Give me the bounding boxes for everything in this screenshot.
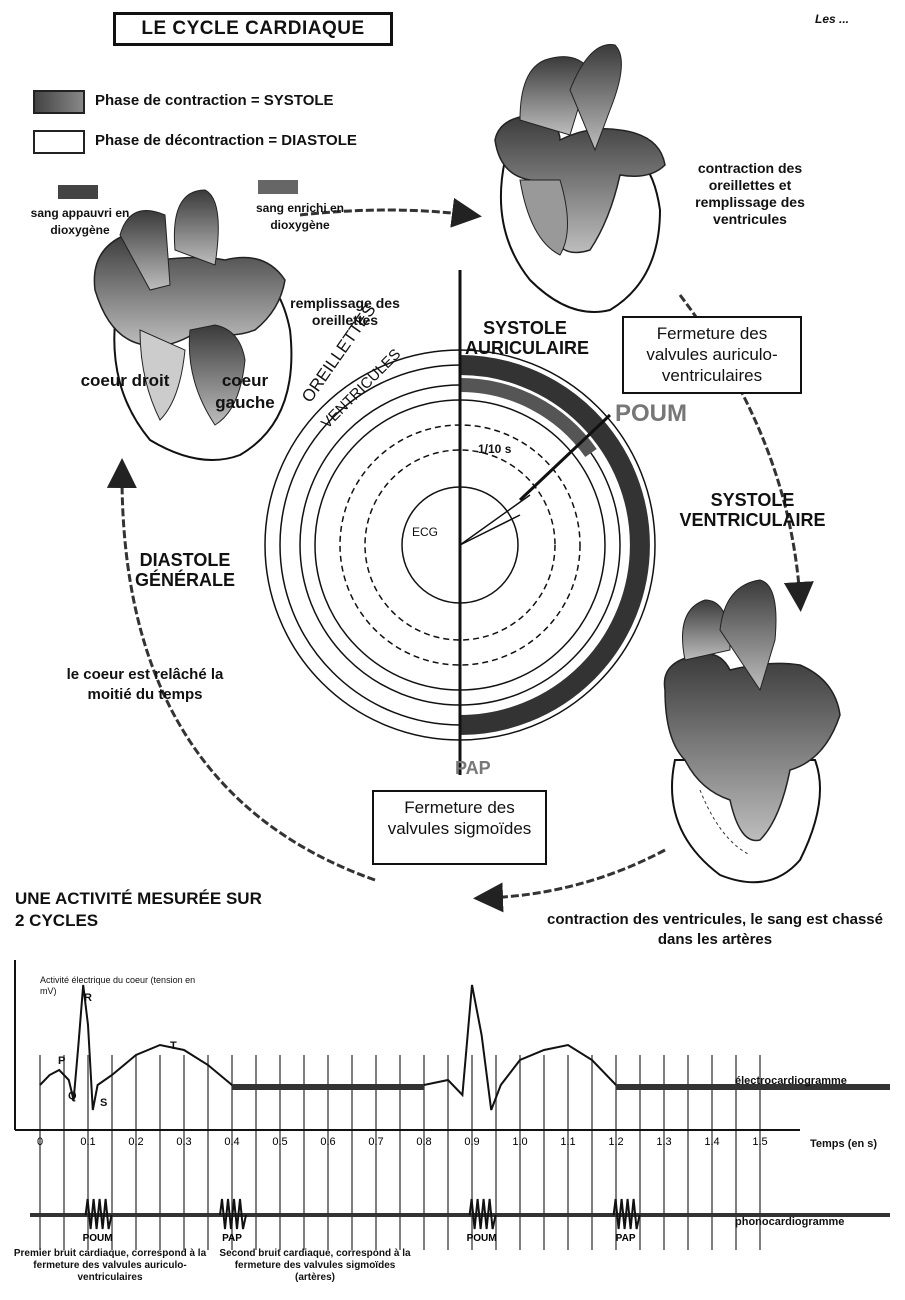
time-axis-label: Temps (en s) [810, 1138, 877, 1150]
wave-label-Q: Q [68, 1090, 77, 1102]
pcg-sound-label: PAP [616, 1233, 636, 1244]
time-tick-label: 0.5 [272, 1136, 287, 1148]
time-tick-label: 1.1 [560, 1136, 575, 1148]
pcg-sound-label: POUM [467, 1233, 497, 1244]
pcg-sound-burst [220, 1199, 246, 1229]
pcg-name-label: phonocardiogramme [735, 1216, 844, 1228]
ecg-axis-label: Activité électrique du coeur (tension en… [40, 975, 200, 997]
second-sound-note: Second bruit cardiaque, correspond à la … [215, 1248, 415, 1284]
time-tick-label: 0.9 [464, 1136, 479, 1148]
wave-label-P: P [58, 1055, 65, 1067]
phase-general-diastole: DIASTOLE GÉNÉRALE [115, 550, 255, 590]
time-tick-label: 1.5 [752, 1136, 767, 1148]
time-tick-label: 1.0 [512, 1136, 527, 1148]
time-tick-label: 0.4 [224, 1136, 239, 1148]
callout-av-valves-closure: Fermeture des valvules auriculo-ventricu… [622, 316, 802, 394]
time-tick-label: 0.7 [368, 1136, 383, 1148]
sound-poum-label: POUM [615, 400, 687, 428]
callout-sigmoid-valves-closure: Fermeture des valvules sigmoïdes [372, 790, 547, 865]
pcg-sound-label: POUM [83, 1233, 113, 1244]
time-tick-label: 1.3 [656, 1136, 671, 1148]
pcg-sound-burst [614, 1199, 640, 1229]
label-atrial-contraction: contraction des oreillettes et remplissa… [680, 160, 820, 228]
label-ventricle-contraction: contraction des ventricules, le sang est… [540, 910, 890, 950]
pcg-sound-burst [86, 1199, 112, 1229]
wave-label-T: T [170, 1040, 177, 1052]
phase-ventricular-systole: SYSTOLE VENTRICULAIRE [665, 490, 840, 530]
ring-label-time-fraction: 1/10 s [478, 442, 511, 456]
sound-pap-label: PAP [455, 758, 491, 779]
cycle-rings [265, 270, 655, 775]
pcg-sound-burst [470, 1199, 496, 1229]
first-sound-note: Premier bruit cardiaque, correspond à la… [5, 1248, 215, 1284]
time-axis-ticks: 0 0.1 0.2 0.3 0.4 0.5 0.6 0.7 0.8 0.9 1.0 1.1 1.2 1.3… [37, 1136, 768, 1148]
time-tick-label: 0.8 [416, 1136, 431, 1148]
ecg-name-label: électrocardiogramme [735, 1075, 847, 1087]
ring-label-ecg: ECG [412, 525, 438, 539]
phase-atrial-systole: SYSTOLE AURICULAIRE [465, 318, 585, 358]
heart-top-illustration [495, 45, 665, 312]
time-tick-label: 0 [37, 1136, 43, 1148]
time-tick-label: 1.2 [608, 1136, 623, 1148]
time-tick-label: 0.1 [80, 1136, 95, 1148]
wave-label-S: S [100, 1097, 107, 1109]
label-blood-deoxygenated: sang appauvri en dioxygène [10, 205, 150, 239]
time-tick-label: 0.3 [176, 1136, 191, 1148]
time-tick-label: 0.2 [128, 1136, 143, 1148]
heart-bottom-illustration [664, 580, 840, 882]
wave-label-R: R [84, 992, 92, 1004]
label-left-heart: coeur gauche [195, 370, 295, 414]
label-blood-oxygenated: sang enrichi en dioxygène [230, 200, 370, 234]
label-right-heart: coeur droit [70, 370, 180, 392]
pcg-sound-label: PAP [222, 1233, 242, 1244]
label-atria-filling: remplissage des oreillettes [290, 295, 400, 329]
section-heading-two-cycles: UNE ACTIVITÉ MESURÉE SUR 2 CYCLES [15, 888, 275, 932]
time-tick-label: 1.4 [704, 1136, 719, 1148]
time-tick-label: 0.6 [320, 1136, 335, 1148]
note-heart-relaxed: le coeur est relâché la moitié du temps [45, 665, 245, 705]
pcg-events: POUM PAP POUM PAP [83, 1199, 640, 1244]
